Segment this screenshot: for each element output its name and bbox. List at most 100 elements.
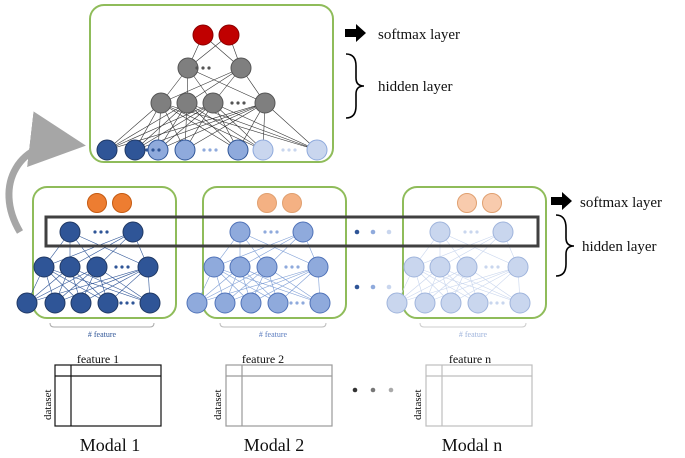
- ellipsis-dot: [354, 229, 360, 235]
- input-node: [309, 292, 331, 314]
- connection-edge: [450, 266, 519, 304]
- connection-edge: [224, 266, 319, 304]
- connection-edge: [69, 266, 151, 304]
- hidden-node: [59, 256, 81, 278]
- ellipsis-dot: [120, 265, 124, 269]
- input-node: [174, 139, 196, 161]
- table-side-label: dataset: [412, 389, 424, 420]
- modal-name: Modal 2: [244, 435, 305, 455]
- main-hidden-annotation: hidden layer: [555, 214, 657, 277]
- ellipsis-dot: [195, 66, 199, 70]
- connection-edge: [266, 266, 321, 304]
- ellipsis-dot: [105, 230, 109, 234]
- table-frame: [225, 364, 333, 427]
- input-node: [70, 292, 92, 314]
- connection-edge: [96, 266, 151, 304]
- connection-edge: [106, 102, 188, 151]
- connection-edge: [134, 102, 188, 151]
- connection-edge: [157, 102, 266, 151]
- ellipsis-dot: [490, 265, 494, 269]
- connection-edge: [413, 231, 504, 268]
- feature-caption: # feature: [259, 330, 288, 339]
- connection-edge: [106, 102, 162, 151]
- table-header-label: feature 2: [242, 352, 284, 366]
- ellipsis-dot: [496, 265, 500, 269]
- main-softmax-annotation: softmax layer: [551, 192, 662, 211]
- ellipsis-dot: [290, 265, 294, 269]
- ellipsis-dot: [236, 101, 240, 105]
- connection-edge: [396, 266, 468, 304]
- input-node: [509, 292, 531, 314]
- input-node: [139, 292, 161, 314]
- output-node: [112, 193, 132, 213]
- input-node: [214, 292, 236, 314]
- ellipsis-dot: [386, 284, 392, 290]
- feature-bracket: [419, 322, 527, 328]
- hidden-node: [256, 256, 278, 278]
- connection-edge: [439, 231, 519, 268]
- modal-network-nodes: [186, 193, 331, 314]
- ellipsis-dot: [151, 148, 155, 152]
- hidden-node: [176, 92, 198, 114]
- output-node: [218, 24, 240, 46]
- right-arrow-icon: [345, 24, 366, 42]
- hidden-node: [229, 256, 251, 278]
- combined-network: [89, 4, 334, 163]
- modal-name: Modal 1: [80, 435, 141, 455]
- modal-networks: [16, 186, 547, 319]
- hidden-node: [403, 256, 425, 278]
- ellipsis-dot: [284, 265, 288, 269]
- combined-network-nodes: [96, 24, 328, 161]
- ellipsis-dot: [484, 265, 488, 269]
- dataset-table: [425, 364, 533, 427]
- input-node: [414, 292, 436, 314]
- table-side-label: dataset: [212, 389, 224, 420]
- ellipsis-dot: [230, 101, 234, 105]
- modal-network-nodes: [386, 193, 531, 314]
- hidden-node: [33, 256, 55, 278]
- connection-edge: [239, 266, 321, 304]
- modal-network-box: [32, 186, 177, 319]
- ellipsis-dot: [475, 230, 479, 234]
- ellipsis-dot: [352, 387, 358, 393]
- ellipsis-dot: [202, 148, 206, 152]
- modal-network: [186, 186, 347, 319]
- hidden-node: [230, 57, 252, 79]
- feature-caption: # feature: [459, 330, 488, 339]
- ellipsis-dot: [114, 265, 118, 269]
- top-hidden-annotation: hidden layer: [345, 53, 453, 119]
- hidden-node: [150, 92, 172, 114]
- ellipsis-dot: [370, 284, 376, 290]
- input-node: [16, 292, 38, 314]
- connection-edge: [160, 67, 242, 104]
- output-node: [457, 193, 477, 213]
- input-node: [440, 292, 462, 314]
- input-node: [186, 292, 208, 314]
- ellipsis-dot: [263, 230, 267, 234]
- connection-edge: [250, 266, 319, 304]
- ellipsis-dot: [157, 148, 161, 152]
- connection-edge: [439, 231, 504, 268]
- modal-network: [386, 186, 547, 319]
- modal-network: [16, 186, 177, 319]
- input-node: [267, 292, 289, 314]
- dataset-table: [225, 364, 333, 427]
- connection-edge: [212, 102, 264, 151]
- connection-edge: [466, 266, 521, 304]
- ellipsis-dot: [370, 229, 376, 235]
- hidden-node: [507, 256, 529, 278]
- hidden-node: [177, 57, 199, 79]
- hidden-node: [429, 221, 451, 243]
- curved-arrow-icon: [5, 111, 86, 234]
- table-ellipsis: [352, 387, 394, 393]
- connection-edge: [186, 67, 242, 104]
- input-node: [96, 139, 118, 161]
- ellipsis-dot: [93, 230, 97, 234]
- hidden-node: [122, 221, 144, 243]
- feature-bracket: [49, 322, 155, 328]
- ellipsis-dot: [275, 230, 279, 234]
- ellipsis-dot: [388, 387, 394, 393]
- ellipsis-dot: [242, 101, 246, 105]
- table-header-label: feature 1: [77, 352, 119, 366]
